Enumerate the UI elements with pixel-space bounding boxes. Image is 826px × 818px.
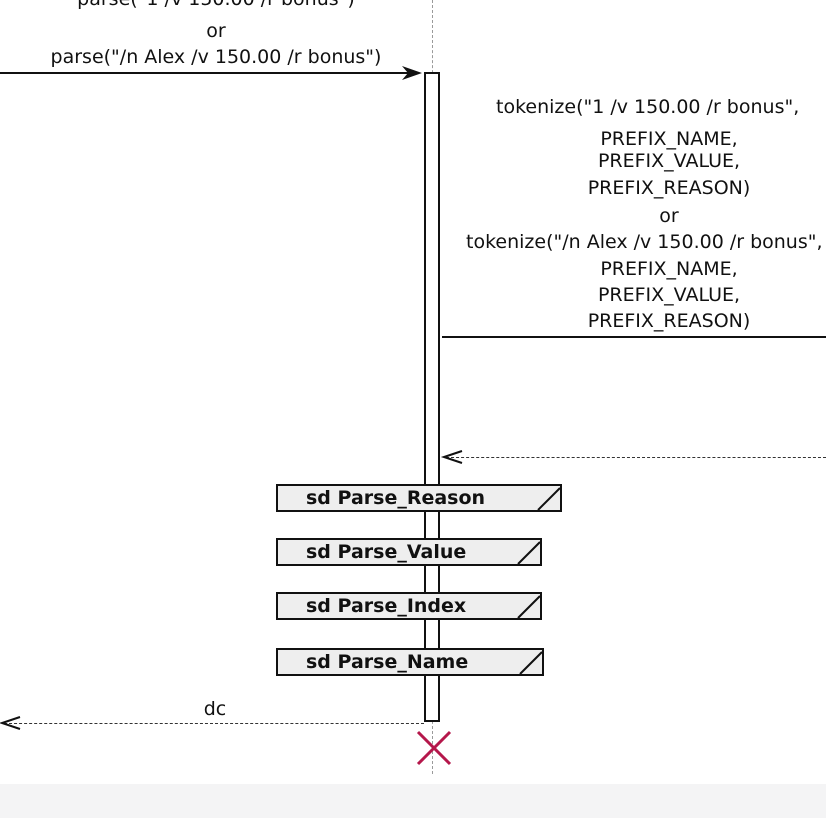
frame-parse-reason-label: sd Parse_Reason [306, 487, 486, 509]
tokenize-message-or: or [659, 205, 679, 227]
parse-message-arrow [0, 72, 412, 74]
frame-parse-index-label: sd Parse_Index [306, 595, 467, 617]
tokenize-return-arrow [446, 457, 826, 458]
tokenize-message-arrow [442, 336, 826, 338]
tokenize-message-line-7: PREFIX_NAME, [600, 258, 738, 280]
tokenize-message-line-8: PREFIX_VALUE, [597, 284, 741, 306]
parse-message-or: or [206, 20, 226, 42]
frame-parse-value: sd Parse_Value [276, 538, 542, 566]
activation-bar [424, 72, 440, 722]
parse-message-line-1: parse("1 /v 150.00 /r bonus") [40, 0, 392, 11]
tokenize-message-line-6: tokenize("/n Alex /v 150.00 /r bonus", [466, 231, 823, 253]
frame-parse-index: sd Parse_Index [276, 592, 542, 620]
return-dc-arrowhead [0, 716, 21, 730]
frame-parse-value-label: sd Parse_Value [306, 541, 467, 563]
destroy-x-icon [416, 730, 452, 766]
footer-band [0, 784, 826, 818]
frame-parse-reason: sd Parse_Reason [276, 484, 562, 512]
return-dc-arrow [4, 723, 424, 724]
tokenize-message-line-2: PREFIX_NAME, [600, 128, 738, 150]
tokenize-message-line-9: PREFIX_REASON) [587, 310, 751, 332]
tokenize-return-arrowhead [440, 450, 463, 464]
parse-message-line-3: parse("/n Alex /v 150.00 /r bonus") [50, 46, 382, 68]
frame-notch-icon [519, 651, 543, 675]
tokenize-message-line-3: PREFIX_VALUE, [597, 150, 741, 172]
tokenize-message-line-1: tokenize("1 /v 150.00 /r bonus", [496, 96, 800, 118]
frame-notch-icon [517, 595, 541, 619]
frame-parse-name-label: sd Parse_Name [306, 651, 469, 673]
frame-notch-icon [537, 487, 561, 511]
return-dc-label: dc [203, 698, 227, 720]
tokenize-message-line-4: PREFIX_REASON) [587, 177, 751, 199]
parse-arrowhead [402, 66, 422, 80]
frame-parse-name: sd Parse_Name [276, 648, 544, 676]
frame-notch-icon [517, 541, 541, 565]
